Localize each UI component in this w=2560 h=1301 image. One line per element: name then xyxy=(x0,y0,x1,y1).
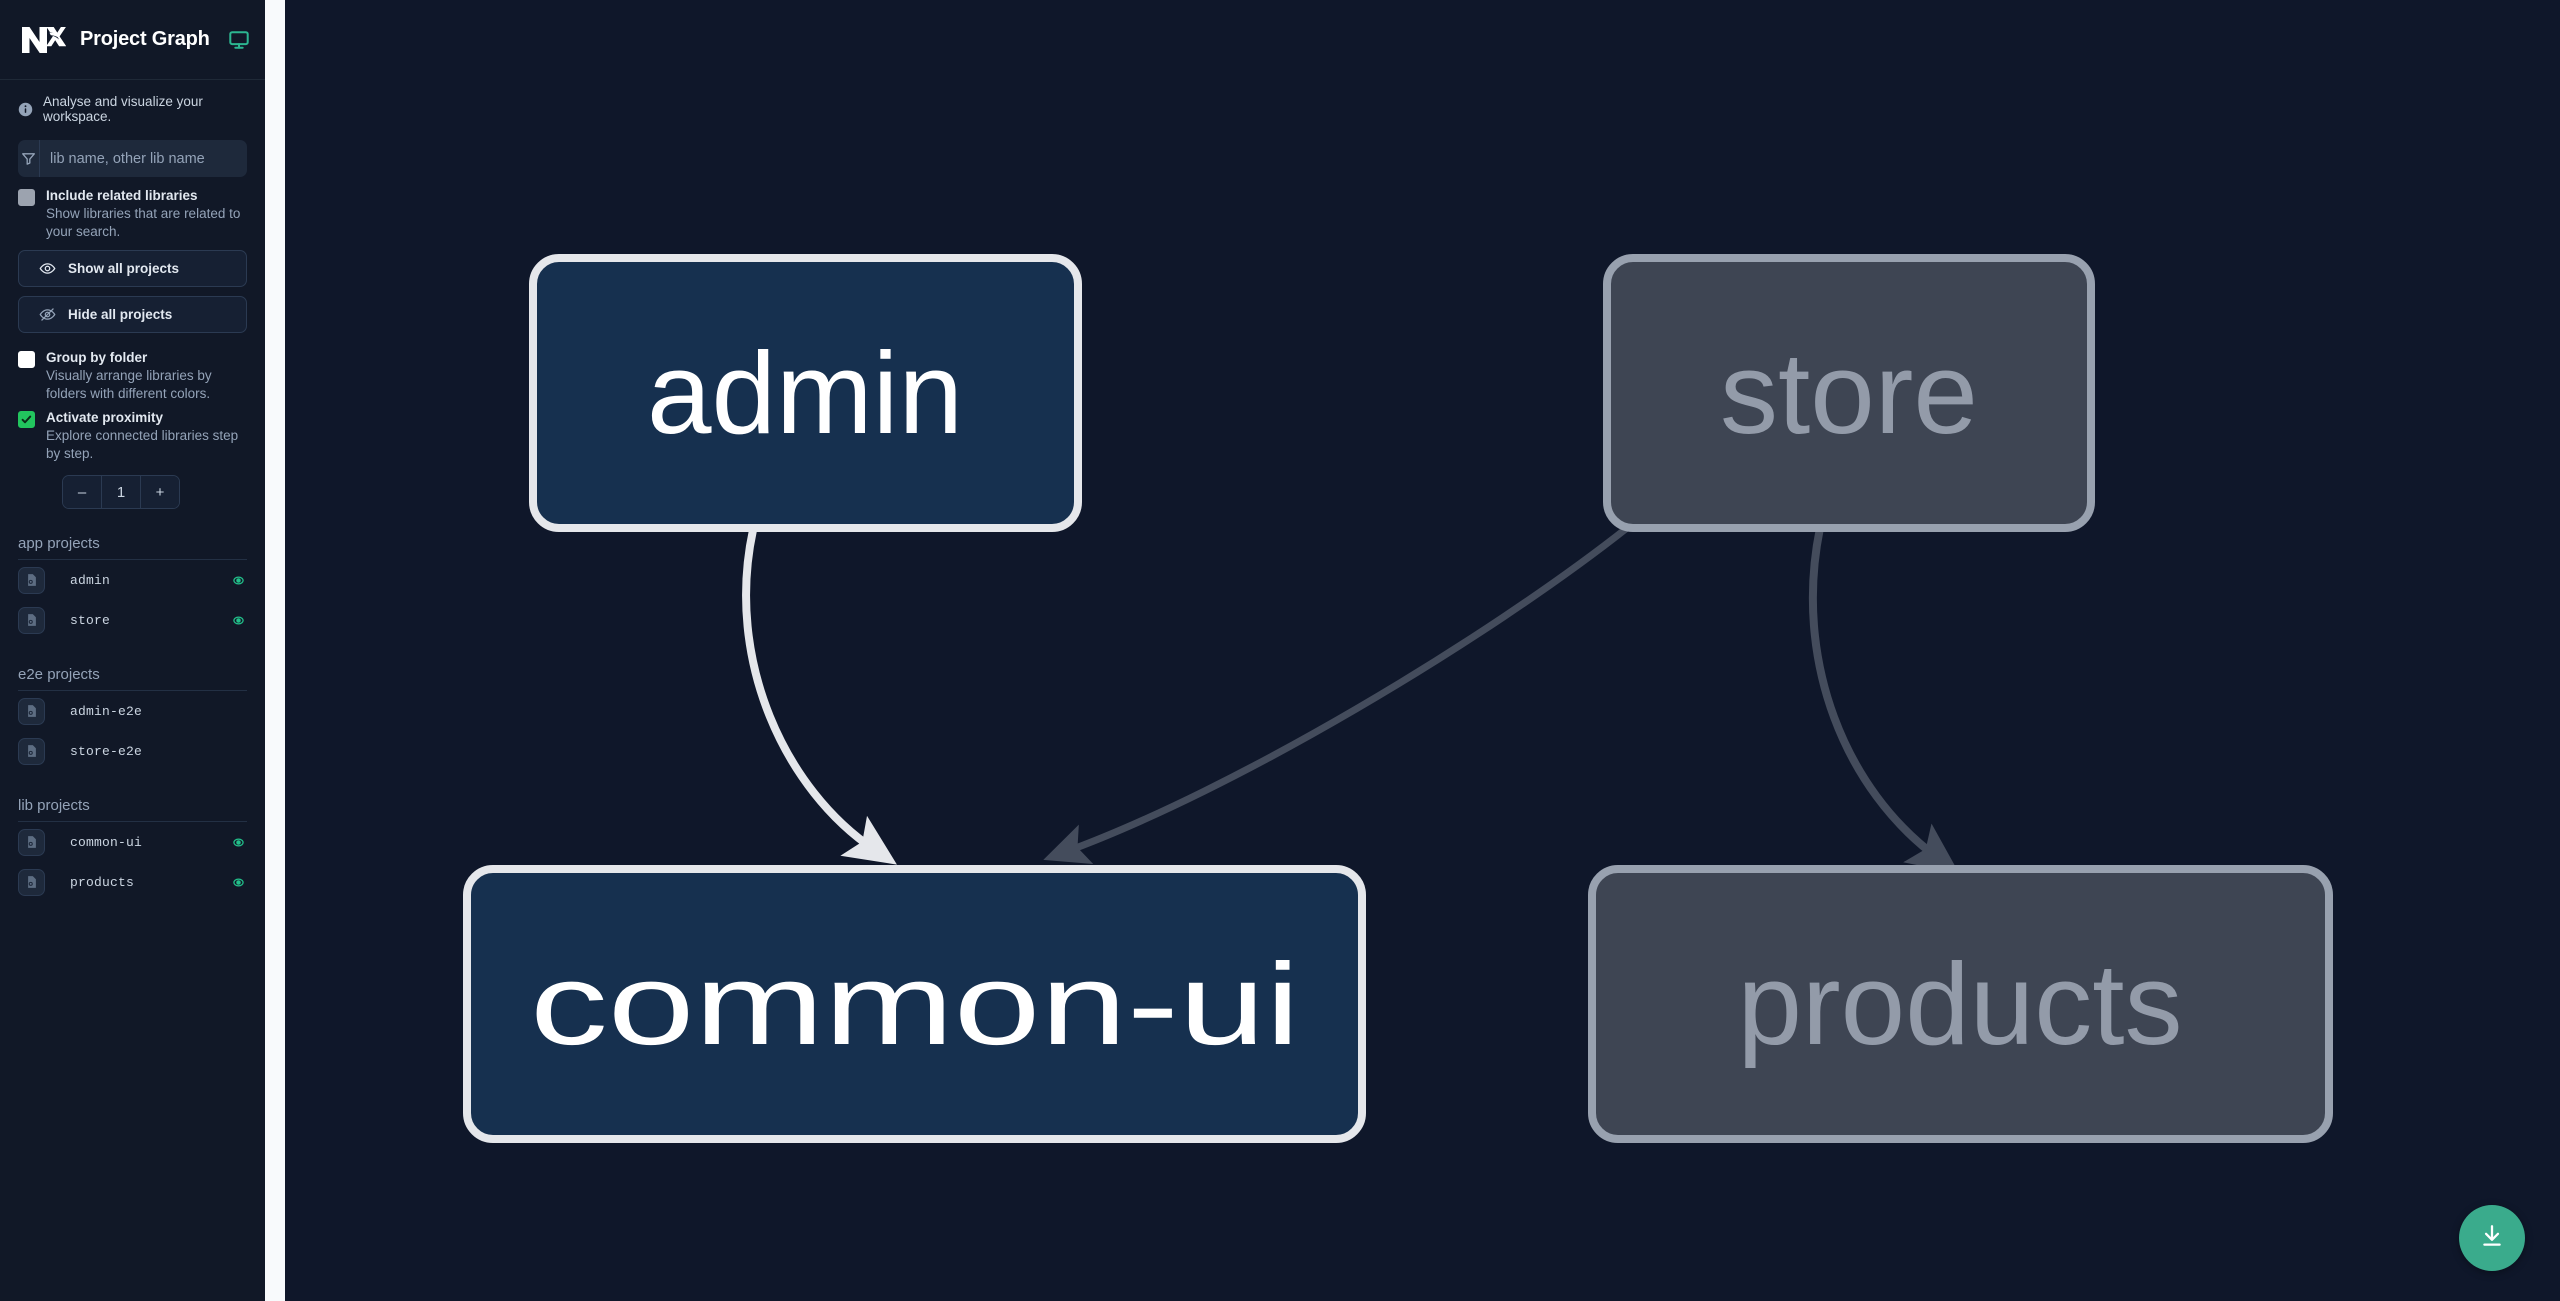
show-all-projects-button[interactable]: Show all projects xyxy=(18,250,247,287)
graph-nodes: admin store common-ui products xyxy=(463,254,2333,1143)
graph-node-common-ui[interactable]: common-ui xyxy=(463,865,1366,1143)
group-heading-app-projects: app projects xyxy=(18,535,247,560)
hide-all-projects-button[interactable]: Hide all projects xyxy=(18,296,247,333)
activate-proximity-checkbox[interactable] xyxy=(18,411,35,428)
project-row-products[interactable]: products xyxy=(18,862,247,902)
sidebar-header: Project Graph xyxy=(0,0,265,80)
activate-proximity-desc: Explore connected libraries step by step… xyxy=(46,428,239,461)
project-row-admin-e2e[interactable]: admin-e2e xyxy=(18,691,247,731)
tagline-text: Analyse and visualize your workspace. xyxy=(43,94,203,124)
project-file-icon xyxy=(18,828,45,856)
info-icon xyxy=(18,102,33,117)
edge-admin-to-common-ui xyxy=(742,529,897,865)
include-related-libraries-desc: Show libraries that are related to your … xyxy=(46,206,241,239)
option-group-by-folder[interactable]: Group by folder Visually arrange librari… xyxy=(18,349,247,403)
project-file-icon xyxy=(18,868,45,896)
proximity-increment-button[interactable]: + xyxy=(140,476,179,508)
eye-icon xyxy=(39,260,56,277)
graph-node-store-label: store xyxy=(1720,328,1978,458)
eye-off-icon xyxy=(39,306,56,323)
eye-visible-icon[interactable] xyxy=(230,874,247,891)
graph-node-products-label: products xyxy=(1738,939,2183,1069)
project-file-icon xyxy=(18,566,45,594)
include-related-libraries-label: Include related libraries xyxy=(46,188,198,203)
download-icon xyxy=(2479,1223,2505,1254)
sidebar: Project Graph Analyse and visualize your… xyxy=(0,0,265,1301)
group-by-folder-label: Group by folder xyxy=(46,350,148,365)
proximity-stepper[interactable]: – 1 + xyxy=(62,475,180,509)
graph-node-common-ui-label: common-ui xyxy=(530,939,1300,1069)
option-include-related-libraries[interactable]: Include related libraries Show libraries… xyxy=(18,187,247,241)
option-activate-proximity[interactable]: Activate proximity Explore connected lib… xyxy=(18,409,247,463)
project-file-icon xyxy=(18,697,45,725)
search-input[interactable] xyxy=(40,140,247,177)
hide-all-projects-label: Hide all projects xyxy=(68,307,173,322)
group-heading-lib-projects: lib projects xyxy=(18,797,247,822)
project-graph-svg: admin store common-ui products xyxy=(463,254,2333,1143)
tagline: Analyse and visualize your workspace. xyxy=(0,80,265,134)
project-row-store-e2e[interactable]: store-e2e xyxy=(18,731,247,771)
edge-store-to-products xyxy=(1808,527,1960,874)
edge-store-to-common-ui xyxy=(1043,525,1630,865)
group-heading-e2e-projects: e2e projects xyxy=(18,666,247,691)
proximity-value: 1 xyxy=(101,476,140,508)
graph-node-products-box[interactable] xyxy=(1588,865,2333,1143)
eye-visible-icon[interactable] xyxy=(230,612,247,629)
search-bar[interactable] xyxy=(18,140,247,177)
project-file-icon xyxy=(18,737,45,765)
group-by-folder-desc: Visually arrange libraries by folders wi… xyxy=(46,368,212,401)
project-row-admin[interactable]: admin xyxy=(18,560,247,600)
projects-visibility-buttons: Show all projects Hide all projects xyxy=(18,250,247,333)
graph-edges xyxy=(742,525,1960,874)
project-row-store[interactable]: store xyxy=(18,600,247,640)
eye-visible-icon[interactable] xyxy=(230,834,247,851)
spacer xyxy=(18,333,247,349)
sidebar-resize-handle[interactable] xyxy=(265,0,285,1301)
filter-funnel-icon xyxy=(18,140,40,177)
project-name: store-e2e xyxy=(70,743,143,759)
project-row-common-ui[interactable]: common-ui xyxy=(18,822,247,862)
project-file-icon xyxy=(18,606,45,634)
page-title: Project Graph xyxy=(80,28,210,50)
graph-node-common-ui-box[interactable] xyxy=(463,865,1366,1143)
project-name: admin-e2e xyxy=(70,703,143,719)
graph-node-store[interactable]: store xyxy=(1603,254,2095,532)
activate-proximity-label: Activate proximity xyxy=(46,410,164,425)
graph-node-products[interactable]: products xyxy=(1588,865,2333,1143)
project-name: products xyxy=(70,874,135,890)
graph-node-admin[interactable]: admin xyxy=(529,254,1082,532)
proximity-decrement-button[interactable]: – xyxy=(63,476,101,508)
project-name: admin xyxy=(70,572,111,588)
download-image-button[interactable] xyxy=(2459,1205,2525,1271)
group-by-folder-checkbox[interactable] xyxy=(18,351,35,368)
nx-logo-icon xyxy=(18,19,67,61)
eye-visible-icon[interactable] xyxy=(230,572,247,589)
include-related-libraries-checkbox[interactable] xyxy=(18,189,35,206)
monitor-icon[interactable] xyxy=(228,29,250,51)
project-name: store xyxy=(70,612,111,628)
graph-node-admin-label: admin xyxy=(647,328,963,458)
sidebar-body: Include related libraries Show libraries… xyxy=(0,134,265,912)
project-name: common-ui xyxy=(70,834,143,850)
graph-node-store-box[interactable] xyxy=(1603,254,2095,532)
show-all-projects-label: Show all projects xyxy=(68,261,180,276)
graph-node-admin-box[interactable] xyxy=(529,254,1082,532)
graph-canvas[interactable]: admin store common-ui products xyxy=(285,0,2560,1301)
